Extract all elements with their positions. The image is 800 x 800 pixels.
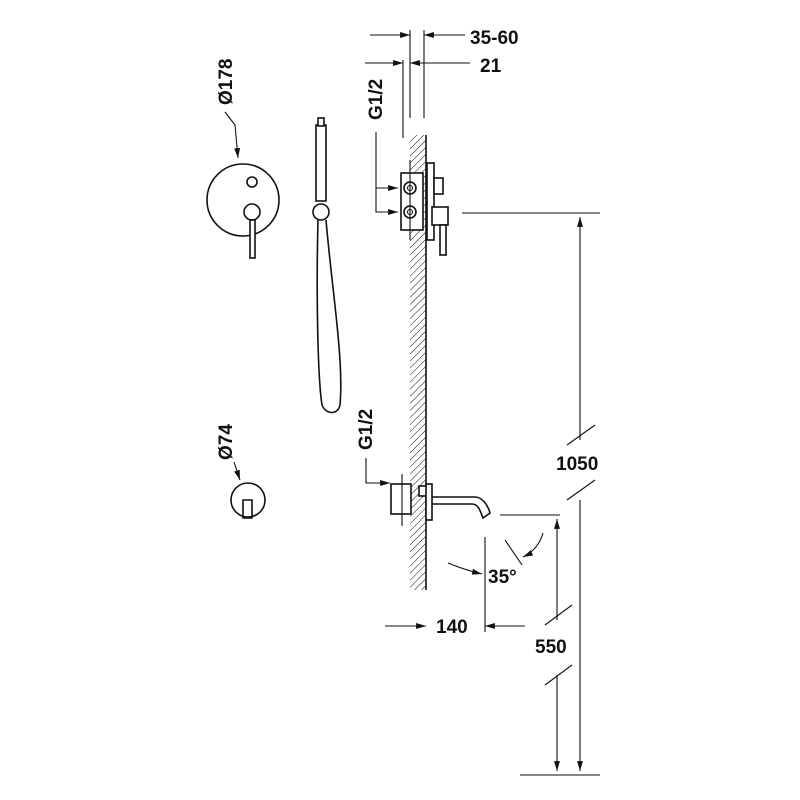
spout-height-label: 550 [535, 637, 567, 658]
valve-height-dimension: 1050 [462, 212, 600, 771]
spout-projection-label: 140 [436, 617, 468, 638]
spout-front-view: Ø74 [216, 424, 266, 519]
valve-thread-label: G1/2 [366, 79, 387, 120]
plate-offset-label: 21 [480, 56, 502, 77]
spout-plate-diameter-label: Ø74 [216, 424, 237, 460]
spout-side-view: G1/2 [356, 409, 491, 526]
spout-angle-dimension: 35° [447, 532, 544, 588]
valve-height-label: 1050 [556, 454, 598, 475]
spout-height-dimension: 550 [500, 514, 573, 771]
valve-front-view: Ø178 [206, 59, 280, 259]
spout-thread-label: G1/2 [356, 409, 377, 450]
valve-side-view: G1/2 [366, 79, 449, 256]
hand-shower [312, 117, 342, 414]
spout-projection-dimension: 140 [385, 537, 525, 638]
wall-depth-dimension: 35-60 21 [365, 28, 519, 138]
spout-angle-label: 35° [488, 567, 517, 588]
wall-depth-label: 35-60 [470, 28, 519, 49]
valve-diameter-label: Ø178 [216, 59, 237, 105]
